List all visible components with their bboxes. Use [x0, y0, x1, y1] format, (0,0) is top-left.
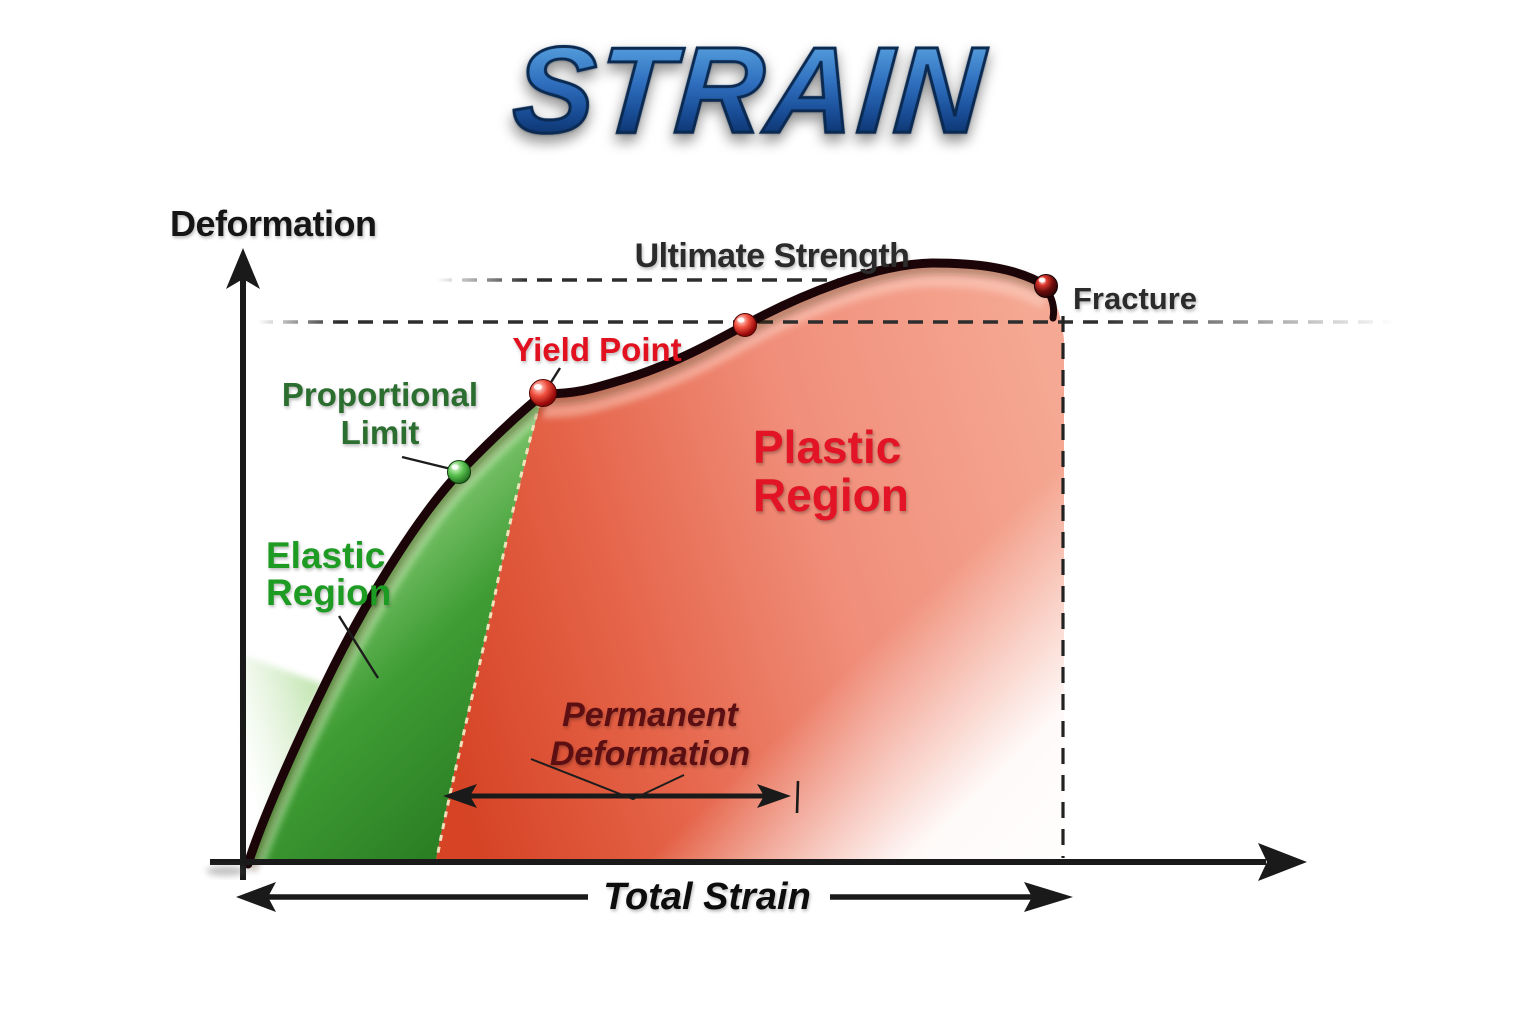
total-strain-left-arrowhead-icon	[236, 882, 276, 912]
elastic-region-leader-line	[337, 615, 380, 679]
permanent-deformation-right-arrowhead-icon	[757, 784, 791, 808]
proportional-limit-line2: Limit	[340, 413, 420, 451]
origin-smudge	[206, 866, 246, 876]
ultimate-strength-label: Ultimate Strength	[634, 237, 910, 275]
x-axis-arrowhead-icon	[1258, 843, 1307, 881]
elastic-left-glow	[243, 655, 322, 862]
y-axis-arrowhead-icon	[226, 248, 260, 289]
elastic-region-fill	[248, 394, 543, 862]
plastic-region-line2: Region	[753, 469, 909, 522]
stress-strain-curve	[243, 258, 1051, 869]
permanent-deformation-line2: Deformation	[549, 734, 751, 773]
yield-point-label: Yield Point	[512, 331, 682, 368]
total-strain-label: Total Strain	[603, 876, 811, 918]
proportional-limit-dot	[447, 460, 471, 484]
plastic-region-label: Plastic Region	[753, 423, 909, 520]
permanent-deformation-label: Permanent Deformation	[550, 696, 750, 774]
y-axis-label: Deformation	[170, 203, 377, 244]
total-strain-right-arrowhead-icon	[1024, 882, 1073, 912]
elastic-region-highlight	[250, 398, 543, 862]
proportional-limit-label: Proportional Limit	[282, 376, 478, 451]
plastic-region-line1: Plastic	[753, 421, 902, 473]
permanent-deformation-left-arrowhead-icon	[443, 784, 477, 808]
page-title: STRAIN	[508, 21, 993, 160]
curve-shadow	[245, 263, 1052, 872]
permanent-deformation-leader-lines	[530, 758, 685, 801]
proportional-limit-line1: Proportional	[281, 376, 479, 413]
fracture-level-dot	[733, 313, 757, 337]
yield-point-dot	[529, 379, 557, 407]
permanent-deformation-line1: Permanent	[562, 696, 738, 734]
elastic-region-line2: Region	[266, 572, 392, 613]
elastic-region-line1: Elastic	[266, 535, 386, 576]
fracture-label: Fracture	[1073, 281, 1198, 316]
elastic-region-label: Elastic Region	[266, 537, 391, 611]
permanent-deformation-end-tick	[795, 780, 800, 814]
proportional-limit-leader-line	[401, 455, 452, 471]
fracture-dot	[1034, 274, 1058, 298]
